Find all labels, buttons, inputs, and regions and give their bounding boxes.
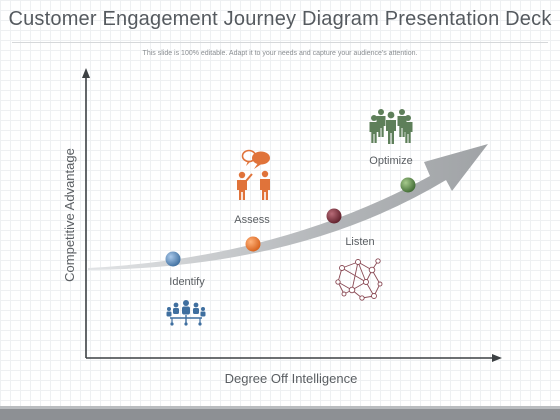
slide-subtitle: This slide is 100% editable. Adapt it to… <box>142 50 418 57</box>
optimize-marker[interactable] <box>400 177 416 193</box>
team-network-icon <box>166 300 206 326</box>
assess-marker[interactable] <box>245 236 261 252</box>
group-people-icon <box>369 109 413 144</box>
identify-marker[interactable] <box>165 251 181 267</box>
footer-bar <box>0 406 560 420</box>
title-divider <box>12 42 548 43</box>
discussion-people-icon <box>237 149 270 200</box>
slide-title: Customer Engagement Journey Diagram Pres… <box>8 8 552 30</box>
y-axis-label: Competitive Advantage <box>62 148 77 282</box>
network-nodes-icon <box>335 258 383 301</box>
growth-arrow <box>88 144 488 270</box>
y-axis-arrowhead <box>82 68 90 78</box>
optimize-label: Optimize <box>369 155 412 167</box>
x-axis-label: Degree Off Intelligence <box>225 371 358 386</box>
listen-marker[interactable] <box>326 208 342 224</box>
assess-label: Assess <box>234 214 270 226</box>
footer-bar-highlight <box>0 406 560 409</box>
x-axis-arrowhead <box>492 354 502 362</box>
identify-label: Identify <box>169 276 205 288</box>
listen-label: Listen <box>345 236 374 248</box>
